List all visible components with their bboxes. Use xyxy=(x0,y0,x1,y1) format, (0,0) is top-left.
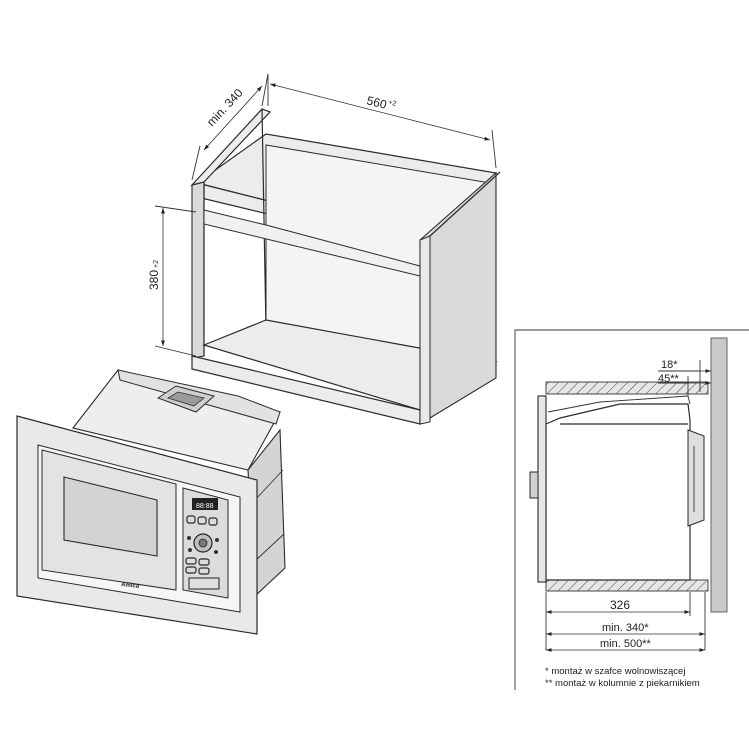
dimension-width: 560 +2 xyxy=(267,74,497,169)
depth-oven-label: 326 xyxy=(610,598,630,612)
upper-shelf xyxy=(545,381,709,395)
oven-button-3[interactable] xyxy=(208,517,218,526)
oven-button-1[interactable] xyxy=(186,515,196,524)
oven-button-6[interactable] xyxy=(185,566,197,574)
cabinet-figure xyxy=(190,108,501,425)
gap-freestanding-label: 18* xyxy=(661,359,678,371)
side-section-view: 18* 45** 326 min. 340* min. 500** * mont… xyxy=(514,329,749,690)
oven-display-text: 88:88 xyxy=(196,503,214,510)
oven-button-7[interactable] xyxy=(198,567,210,575)
lower-shelf xyxy=(545,579,709,592)
wall xyxy=(710,337,728,613)
note-freestanding: * montaż w szafce wolnowiszącej xyxy=(545,666,685,677)
oven-door-button[interactable] xyxy=(188,577,220,590)
dimension-height: 380 +2 xyxy=(147,205,197,357)
dim-width-label: 560 xyxy=(365,93,388,112)
note-column: ** montaż w kolumnie z piekarnikiem xyxy=(545,678,700,689)
oven-brand-text: Amica xyxy=(121,582,140,590)
depth-min-freestanding-label: min. 340* xyxy=(602,622,649,634)
dim-depth-label: min. 340 xyxy=(204,86,246,129)
dim-width-tolerance: +2 xyxy=(388,99,398,108)
dim-height-label: 380 xyxy=(147,270,161,290)
cabinet-left-side xyxy=(191,181,205,359)
oven-button-2[interactable] xyxy=(197,516,207,525)
oven-side-body xyxy=(545,403,691,581)
gap-column-label: 45** xyxy=(658,373,680,385)
oven-side-front xyxy=(537,395,547,583)
oven-door-window xyxy=(63,476,158,557)
microwave-figure: 88:88 Amica xyxy=(16,369,286,635)
oven-button-5[interactable] xyxy=(198,558,210,566)
oven-button-4[interactable] xyxy=(185,557,197,565)
oven-display xyxy=(192,498,218,510)
dim-height-tolerance: +2 xyxy=(153,260,160,268)
depth-min-column-label: min. 500** xyxy=(600,638,651,650)
